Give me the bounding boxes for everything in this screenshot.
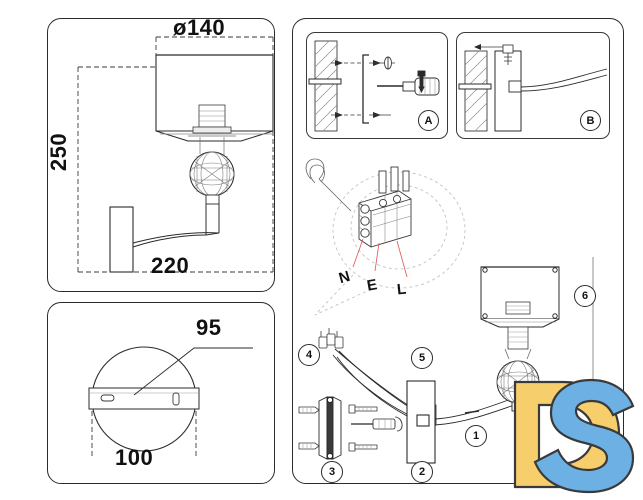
wall-hatching [314, 40, 338, 132]
callout-1: 1 [465, 425, 487, 447]
shade-exploded [480, 266, 560, 328]
dimension-diameter-label: ø140 [173, 15, 226, 40]
callout-3: 3 [321, 461, 343, 483]
subpanel-step-a: A [306, 32, 448, 139]
callout-4: 4 [298, 344, 320, 366]
terminal-block [358, 166, 412, 248]
terminal-label-e: E [365, 276, 379, 295]
glass-ball-detail [189, 151, 235, 205]
cable-hook [305, 158, 352, 212]
dimension-plate-length-label: 95 [196, 315, 222, 340]
wall-mount-bar [406, 380, 436, 464]
logo-letter-s [533, 378, 635, 494]
screwdriver-icon [351, 416, 403, 432]
mounting-plate-group [318, 396, 342, 460]
callout-2: 2 [411, 461, 433, 483]
step-label-a: A [418, 110, 439, 131]
screwdriver-icon [377, 77, 440, 96]
wall-hatching [464, 50, 488, 132]
wire-harness [318, 328, 422, 422]
dimension-projection-label: 220 [151, 253, 190, 278]
callout-5: 5 [411, 347, 433, 369]
step-label-b: B [580, 110, 601, 131]
callout-6: 6 [574, 285, 596, 307]
panel-backplate-plan: 95 100 [47, 302, 275, 484]
dimension-plate-circle-label: 100 [115, 445, 154, 470]
dimension-height-label: 250 [46, 132, 72, 172]
terminal-label-l: L [396, 280, 408, 299]
terminal-label-n: N [336, 267, 352, 288]
side-elevation-drawing [77, 36, 274, 273]
step-a-drawing [308, 40, 440, 132]
subpanel-step-b: B [456, 32, 610, 139]
backplate-plan-drawing [88, 346, 253, 458]
wall-anchors [298, 406, 320, 450]
ds-logo [513, 378, 635, 494]
plate-screws [348, 404, 378, 452]
panel-side-elevation: ø140 250 220 [46, 15, 275, 292]
step-b-drawing [458, 44, 608, 132]
